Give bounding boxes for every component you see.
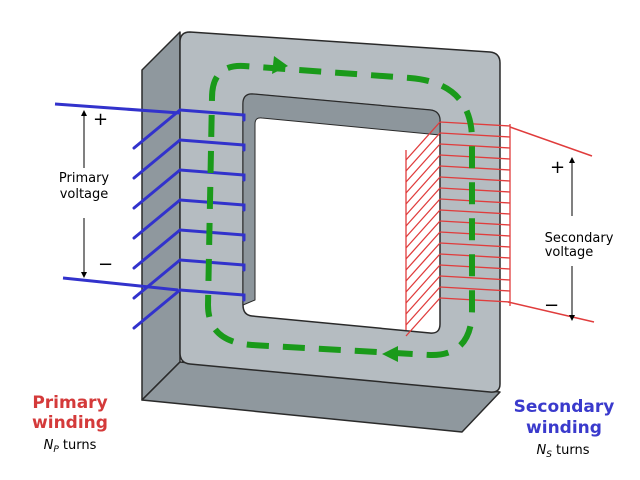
secondary-turn-diagonal xyxy=(405,264,441,304)
secondary-turn-diagonal xyxy=(405,209,441,249)
secondary-turn-front xyxy=(439,121,511,127)
primary-turn-diagonal xyxy=(132,168,182,210)
primary-turn-front xyxy=(178,138,246,152)
secondary-turn-front xyxy=(439,242,511,248)
secondary-minus-sign: − xyxy=(544,295,559,316)
secondary-turn-diagonal xyxy=(405,242,441,282)
secondary-turn-front xyxy=(439,286,511,292)
core-window-top-wall xyxy=(242,93,441,306)
secondary-turns-word: turns xyxy=(552,443,590,458)
core-bottom-face xyxy=(141,361,501,433)
primary-winding-caption: Primary winding NP turns xyxy=(32,393,108,455)
flux-arrow-bottom xyxy=(382,346,398,362)
secondary-turns-subscript: S xyxy=(546,450,552,460)
secondary-turn-diagonal xyxy=(405,132,441,172)
primary-turns-word: turns xyxy=(59,438,97,453)
secondary-turn-diagonal xyxy=(405,253,441,293)
primary-turn-front xyxy=(178,168,246,182)
secondary-turn-front xyxy=(439,176,511,182)
secondary-winding-caption: Secondary winding NS turns xyxy=(514,397,615,460)
primary-turn-diagonal xyxy=(132,228,182,270)
secondary-turn-diagonal xyxy=(405,231,441,271)
primary-plus-sign: + xyxy=(93,109,108,130)
secondary-turn-diagonal xyxy=(405,297,441,337)
secondary-title-line2: winding xyxy=(526,418,602,438)
secondary-turn-diagonal xyxy=(405,121,441,161)
secondary-lead-top xyxy=(509,126,593,157)
primary-turn-diagonal xyxy=(132,138,182,180)
flux-loop xyxy=(204,62,475,359)
primary-leads xyxy=(54,102,181,292)
secondary-plus-sign: + xyxy=(550,157,565,178)
flux-arrow-top xyxy=(272,56,288,74)
magnetic-flux xyxy=(204,56,475,362)
primary-title-line2: winding xyxy=(32,413,108,433)
secondary-turn-front xyxy=(439,143,511,149)
secondary-turn-diagonal xyxy=(405,176,441,216)
primary-turn-diagonal xyxy=(132,288,182,330)
primary-turn-front xyxy=(178,198,246,212)
primary-winding xyxy=(132,108,246,330)
primary-turn-diagonal xyxy=(132,258,182,300)
secondary-turn-diagonal xyxy=(405,220,441,260)
primary-turns-subscript: P xyxy=(53,445,59,455)
secondary-title-line1: Secondary xyxy=(514,397,615,417)
secondary-voltage-annotation: + − Secondary voltage xyxy=(544,157,614,321)
secondary-winding xyxy=(405,121,511,337)
secondary-turn-front xyxy=(439,132,511,138)
transformer-core xyxy=(141,31,501,433)
primary-turns-label: NP turns xyxy=(44,438,97,455)
primary-voltage-annotation: + − Primary voltage xyxy=(59,109,113,278)
secondary-turn-diagonal xyxy=(405,154,441,194)
secondary-lead-bottom xyxy=(507,301,595,323)
primary-lead-top xyxy=(54,102,181,115)
secondary-turn-front xyxy=(439,275,511,281)
primary-title-line1: Primary xyxy=(32,393,107,413)
primary-turn-front xyxy=(178,228,246,242)
secondary-turn-diagonal xyxy=(405,198,441,238)
primary-turns-symbol: N xyxy=(44,438,54,453)
secondary-turn-diagonal xyxy=(405,165,441,205)
primary-voltage-label-line2: voltage xyxy=(60,187,109,202)
primary-turn-front xyxy=(178,258,246,272)
secondary-voltage-label-line1: Secondary xyxy=(545,231,614,246)
secondary-turn-front xyxy=(439,209,511,215)
secondary-turn-diagonal xyxy=(405,143,441,183)
secondary-turn-diagonal xyxy=(405,275,441,315)
secondary-turn-diagonal xyxy=(405,187,441,227)
secondary-turns-symbol: N xyxy=(536,443,546,458)
secondary-voltage-label-line2: voltage xyxy=(545,245,594,260)
secondary-turn-diagonal xyxy=(405,286,441,326)
primary-turn-front xyxy=(178,288,246,302)
primary-turn-diagonal xyxy=(132,198,182,240)
secondary-turns-label: NS turns xyxy=(536,443,589,460)
primary-voltage-label-line1: Primary xyxy=(59,171,110,186)
primary-turn-diagonal xyxy=(132,108,182,150)
primary-turn-front xyxy=(178,108,246,122)
primary-lead-bottom xyxy=(62,276,179,292)
secondary-leads xyxy=(507,126,595,323)
primary-minus-sign: − xyxy=(98,254,113,275)
